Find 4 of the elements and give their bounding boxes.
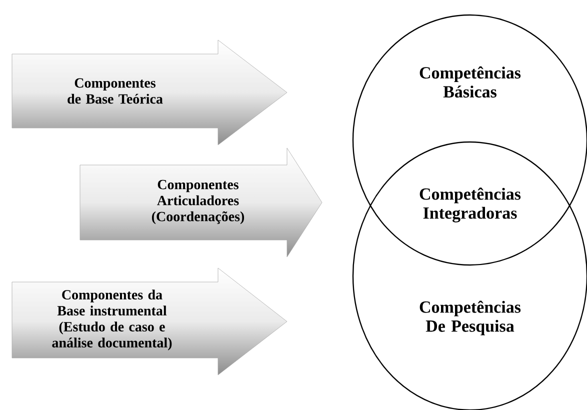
arrow-shaped-box: Componentes da Base instrumental (Estudo de caso e análise documental) <box>12 268 288 376</box>
arrow-shaped-box: Componentes de Base Teórica <box>12 40 288 146</box>
arrow-shaped-box: Componentes Articuladores (Coordenações) <box>80 148 322 258</box>
overlap-label: Competências Integradoras <box>420 188 521 222</box>
